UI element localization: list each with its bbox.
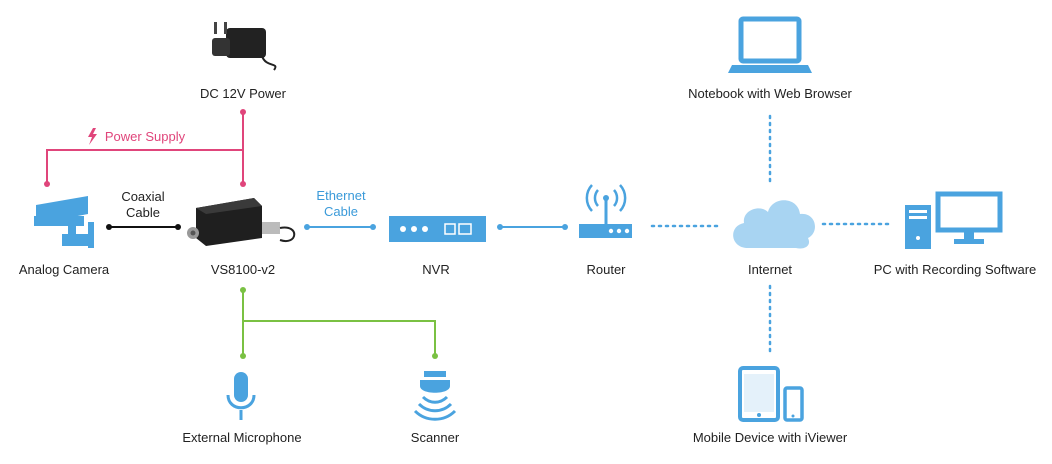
- notebook-label: Notebook with Web Browser: [688, 86, 852, 101]
- lightning-icon: [88, 128, 97, 145]
- power-supply-label: Power Supply: [105, 129, 186, 144]
- nvr-label: NVR: [422, 262, 449, 277]
- tablet-phone-icon: [738, 366, 804, 422]
- microphone-icon: [226, 372, 256, 420]
- analog-camera-icon: [34, 196, 94, 248]
- power-supply-connection: [44, 109, 246, 187]
- dc-power-label: DC 12V Power: [200, 86, 287, 101]
- scanner-label: Scanner: [411, 430, 460, 445]
- ethernet-connection: [304, 224, 376, 230]
- ethernet-label: Ethernet: [316, 188, 366, 203]
- nvr-icon: [389, 216, 486, 242]
- cloud-icon: [733, 200, 815, 249]
- coaxial-cable-label: Cable: [126, 205, 160, 220]
- pc-icon: [905, 191, 1003, 249]
- vs8100-device-icon: [187, 198, 296, 246]
- ethernet-cable-label: Cable: [324, 204, 358, 219]
- router-label: Router: [586, 262, 626, 277]
- notebook-icon: [728, 16, 812, 73]
- router-icon: [579, 184, 632, 238]
- coaxial-connection: [106, 224, 181, 230]
- scanner-icon: [413, 371, 457, 421]
- vs8100-label: VS8100-v2: [211, 262, 275, 277]
- internet-label: Internet: [748, 262, 792, 277]
- pc-label: PC with Recording Software: [874, 262, 1037, 277]
- analog-camera-label: Analog Camera: [19, 262, 110, 277]
- coaxial-label: Coaxial: [121, 189, 164, 204]
- power-adapter-icon: [212, 22, 277, 71]
- nvr-router-connection: [497, 224, 568, 230]
- microphone-label: External Microphone: [182, 430, 301, 445]
- mobile-label: Mobile Device with iViewer: [693, 430, 848, 445]
- audio-connection: [240, 287, 438, 359]
